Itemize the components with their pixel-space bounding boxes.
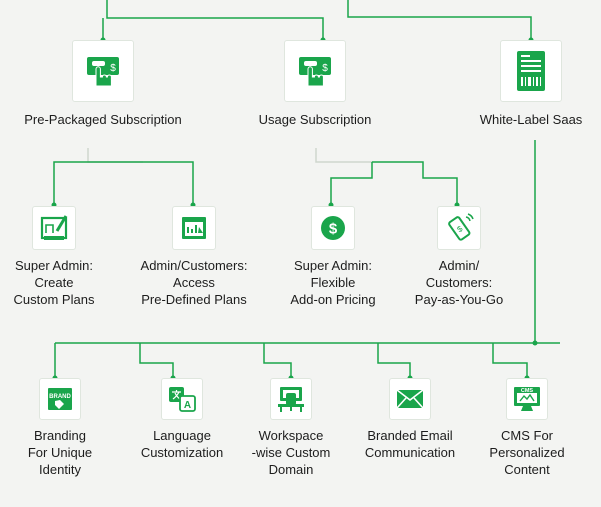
- node-super-admin-create-custom-plans: Super Admin: Create Custom Plans: [0, 206, 108, 308]
- barcode-document-icon: [500, 40, 562, 102]
- translate-icon: A: [161, 378, 203, 420]
- blueprint-pencil-icon: [32, 206, 76, 250]
- node-label: Branded Email Communication: [364, 428, 456, 460]
- payment-hand-icon: $: [284, 40, 346, 102]
- node-admin-access-predefined-plans: Admin/Customers: Access Pre-Defined Plan…: [128, 206, 260, 308]
- node-label: Super Admin: Create Custom Plans: [13, 258, 95, 307]
- envelope-icon: [389, 378, 431, 420]
- node-label: White-Label Saas: [479, 112, 583, 127]
- svg-text:$: $: [329, 221, 338, 238]
- node-label: Usage Subscription: [258, 112, 372, 127]
- svg-text:A: A: [184, 400, 191, 411]
- node-usage-subscription: $ Usage Subscription: [230, 40, 400, 128]
- payment-hand-icon: $: [72, 40, 134, 102]
- node-admin-pay-as-you-go: $ Admin/ Customers: Pay-as-You-Go: [405, 206, 513, 308]
- node-label: Super Admin: Flexible Add-on Pricing: [290, 258, 376, 307]
- phone-payment-icon: $: [437, 206, 481, 250]
- node-pre-packaged-subscription: $ Pre-Packaged Subscription: [8, 40, 198, 128]
- node-workspace-custom-domain: Workspace -wise Custom Domain: [241, 378, 341, 478]
- node-label: Admin/ Customers: Pay-as-You-Go: [414, 258, 504, 307]
- workspace-desk-icon: [270, 378, 312, 420]
- node-super-admin-flexible-pricing: $ Super Admin: Flexible Add-on Pricing: [279, 206, 387, 308]
- brand-tag-icon: BRAND: [39, 378, 81, 420]
- node-label: Workspace -wise Custom Domain: [251, 428, 331, 477]
- node-label: Admin/Customers: Access Pre-Defined Plan…: [140, 258, 248, 307]
- node-label: Branding For Unique Identity: [27, 428, 93, 477]
- svg-text:$: $: [110, 63, 116, 74]
- svg-text:$: $: [455, 224, 464, 234]
- screen-chart-icon: [172, 206, 216, 250]
- cms-monitor-icon: CMS: [506, 378, 548, 420]
- node-language-customization: A Language Customization: [128, 378, 236, 461]
- svg-text:$: $: [322, 63, 328, 74]
- node-white-label-saas: White-Label Saas: [466, 40, 596, 128]
- dollar-coin-icon: $: [311, 206, 355, 250]
- node-branding-unique-identity: BRAND Branding For Unique Identity: [15, 378, 105, 478]
- node-label: Language Customization: [140, 428, 224, 460]
- svg-text:CMS: CMS: [521, 388, 534, 394]
- node-label: Pre-Packaged Subscription: [24, 112, 182, 127]
- node-branded-email-communication: Branded Email Communication: [350, 378, 470, 461]
- node-cms-personalized-content: CMS CMS For Personalized Content: [480, 378, 574, 478]
- node-label: CMS For Personalized Content: [489, 428, 565, 477]
- svg-text:BRAND: BRAND: [49, 394, 71, 400]
